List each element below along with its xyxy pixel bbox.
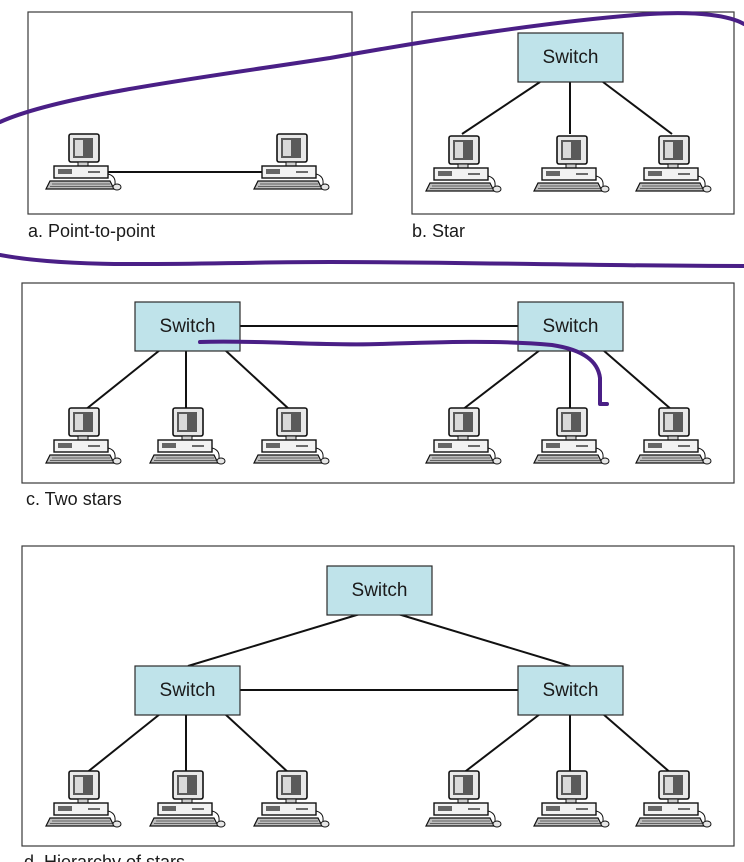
switch-label: Switch [160, 680, 216, 701]
switch-box [134, 665, 241, 716]
caption-two-stars: c. Two stars [26, 489, 122, 509]
star-link [84, 713, 161, 775]
switch-box [326, 565, 433, 616]
switch-label: Switch [543, 316, 599, 337]
star-link [602, 81, 673, 135]
switch-box [517, 665, 624, 716]
panel-hierarchy-of-stars: Switch Switch Switch d. Hierarchy of sta… [21, 545, 735, 862]
panel-point-to-point: a. Point-to-point [27, 11, 353, 241]
panel-star: Switch b. Star [411, 11, 735, 241]
uplink [187, 613, 361, 667]
annotation-path-stroke [198, 339, 609, 406]
star-link [224, 349, 291, 411]
annotation-loop [0, 11, 744, 268]
star-link [602, 349, 673, 411]
star-link [461, 349, 541, 411]
switch-label: Switch [160, 316, 216, 337]
star-link [224, 713, 291, 775]
panel-c-frame [21, 282, 735, 484]
caption-point-to-point: a. Point-to-point [28, 221, 155, 241]
uplink [397, 613, 571, 667]
panel-two-stars: Switch Switch c. Two stars [21, 282, 735, 509]
star-link [84, 349, 161, 411]
caption-hierarchy-of-stars: d. Hierarchy of stars [24, 852, 185, 862]
switch-label: Switch [543, 680, 599, 701]
star-link [461, 81, 541, 135]
caption-star: b. Star [412, 221, 465, 241]
star-link [461, 713, 541, 775]
switch-label: Switch [352, 580, 408, 601]
switch-label: Switch [543, 47, 599, 68]
panel-a-frame [27, 11, 353, 215]
switch-box [517, 32, 624, 83]
star-link [602, 713, 673, 775]
